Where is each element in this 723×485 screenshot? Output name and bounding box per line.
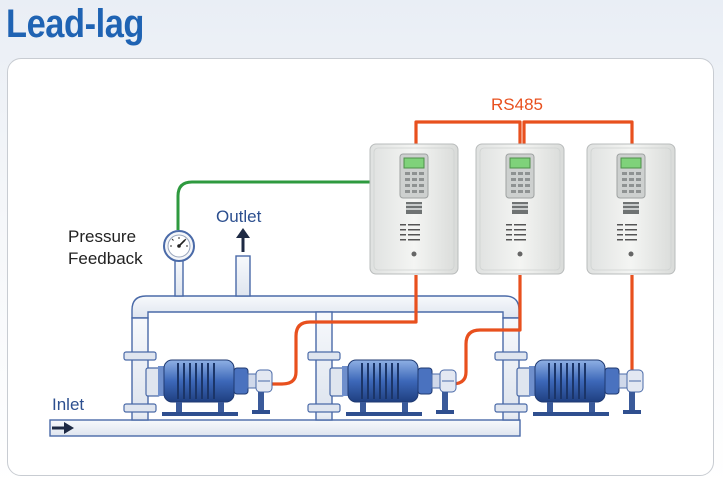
inlet-pipe (49, 419, 521, 437)
feedback-label: Feedback (68, 249, 143, 268)
pressure-gauge-icon (163, 230, 195, 262)
outlet-label: Outlet (216, 207, 262, 226)
inlet-arrow-icon (52, 422, 74, 434)
drive-3 (586, 143, 676, 275)
outlet-arrow-icon (236, 228, 250, 252)
drive-1 (369, 143, 459, 275)
rs485-label: RS485 (491, 95, 543, 114)
pressure-label: Pressure (68, 227, 136, 246)
gauge-stem (174, 259, 184, 297)
outlet-pipe (235, 255, 251, 297)
pump-3 (528, 359, 644, 417)
inlet-label: Inlet (52, 395, 84, 414)
pump-2 (341, 359, 457, 417)
drive-2 (475, 143, 565, 275)
pump-1 (157, 359, 273, 417)
pressure-feedback-wire (176, 180, 370, 230)
pipe-network (49, 255, 521, 437)
page-title: Lead-lag (6, 2, 145, 46)
